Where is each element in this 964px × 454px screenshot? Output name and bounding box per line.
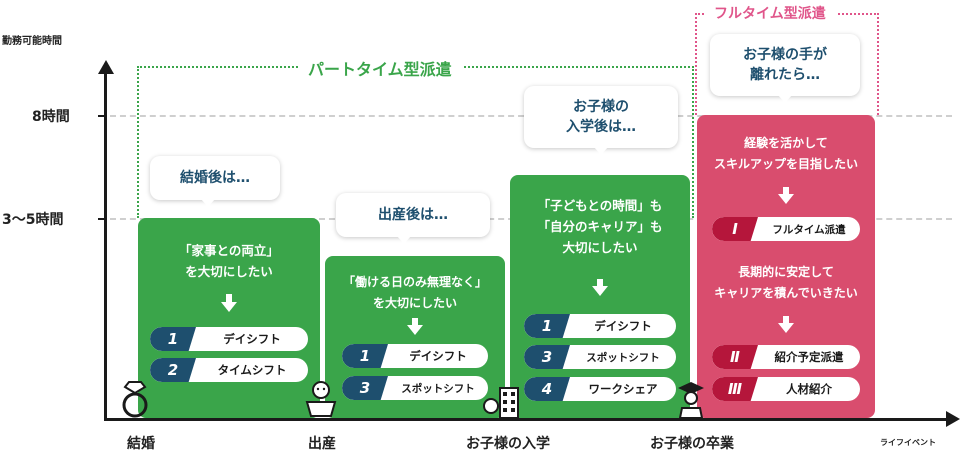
stage3-pill-3: 4 ワークシェア [524,377,676,401]
stage4-pill-1-label: フルタイム派遣 [772,223,846,236]
stage4-wish1-line1: 経験を活かして [744,136,828,150]
stage2-down-arrow [407,325,423,335]
stage3-pill-3-num: 4 [524,377,570,401]
stage3-wish-line1: 「子どもとの時間」も [537,198,663,213]
stage1-card [138,218,320,418]
stage3-wish-line2: 「自分のキャリア」も [537,219,663,234]
stage4-pill-2-num: Ⅱ [712,345,758,369]
ring-icon [122,381,148,418]
stage3-wish-line3: 大切にしたい [562,240,638,255]
stage2-arrow-stem [412,318,418,326]
stage4-wish2-line2: キャリアを積んでいきたい [714,286,858,300]
stage1-pill-2: 2 タイムシフト [150,358,308,382]
y-label-8h: 8時間 [32,109,70,125]
y-axis-arrow [98,60,114,74]
stage2-pill-2-num: 3 [342,376,388,400]
part-time-label: パートタイム型派遣 [298,56,462,80]
x-axis-title: ライフイベント [880,438,936,447]
stage3-down-arrow [592,286,608,296]
stage4-arrow2-stem [783,316,789,324]
stage1-arrow-stem [226,294,232,302]
y-axis-title: 勤務可能時間 [2,36,62,47]
stage4-pill-2-label: 紹介予定派遣 [774,350,844,364]
full-time-label: フルタイム型派遣 [704,3,836,23]
stage4-wish2: 長期的に安定して キャリアを積んでいきたい [697,262,875,304]
stage1-bubble-tail [201,199,215,207]
stage1-pill-1-num: 1 [150,327,196,351]
tick-3-5h [98,218,107,220]
stage4-down-arrow-1 [778,194,794,204]
stage4-wish1-line2: スキルアップを目指したい [713,157,858,171]
stage3-wish: 「子どもとの時間」も 「自分のキャリア」も 大切にしたい [510,195,690,258]
stage2-wish: 「働ける日のみ無理なく」 を大切にしたい [325,272,505,314]
graduate-icon [678,382,704,418]
stage2-pill-1-num: 1 [342,344,388,368]
stage4-bubble-line2: 離れたら… [750,67,820,83]
stage1-bubble: 結婚後は… [150,156,280,200]
stage4-pill-2: Ⅱ 紹介予定派遣 [712,345,860,369]
stage4-bubble: お子様の手が 離れたら… [710,34,860,96]
x-label-school-entry: お子様の入学 [466,436,550,452]
stage1-bubble-text: 結婚後は… [180,170,250,186]
x-axis-arrow [946,411,960,427]
stage4-pill-3-num: Ⅲ [712,377,758,401]
tick-8h [98,115,107,117]
stage1-wish-line2: を大切にしたい [185,264,273,279]
stage3-bubble: お子様の 入学後は… [524,86,678,148]
x-label-graduation: お子様の卒業 [650,436,734,452]
stage2-pill-1-label: デイシフト [409,349,467,363]
stage1-pill-2-label: タイムシフト [217,363,287,377]
stage3-pill-1: 1 デイシフト [524,314,676,338]
stage4-bubble-line1: お子様の手が [743,47,827,63]
stage4-pill-3-label: 人材紹介 [786,382,832,396]
stage4-pill-1: Ⅰ フルタイム派遣 [712,217,860,241]
stage3-pill-2-num: 3 [524,345,570,369]
stage2-bubble-tail [397,236,411,244]
stage1-pill-1-label: デイシフト [223,332,281,346]
y-label-3-5h: 3〜5時間 [2,212,64,228]
stage1-wish: 「家事との両立」 を大切にしたい [138,240,320,282]
stage2-pill-2-label: スポットシフト [401,382,475,395]
stage4-pill-3: Ⅲ 人材紹介 [712,377,860,401]
stage3-pill-1-num: 1 [524,314,570,338]
stage4-arrow1-stem [783,187,789,195]
baby-icon [305,381,337,417]
stage2-bubble-text: 出産後は… [378,207,448,223]
stage4-down-arrow-2 [778,323,794,333]
stage3-bubble-tail [594,147,608,155]
x-label-birth: 出産 [308,436,336,452]
stage3-pill-3-label: ワークシェア [588,382,658,396]
stage3-arrow-stem [597,279,603,287]
y-axis [104,66,107,421]
stage2-bubble: 出産後は… [336,193,490,237]
x-axis [104,418,950,421]
stage1-down-arrow [221,302,237,312]
stage2-pill-1: 1 デイシフト [342,344,488,368]
stage4-bubble-tail [778,95,792,103]
stage2-wish-line1: 「働ける日のみ無理なく」 [342,275,487,289]
stage1-pill-1: 1 デイシフト [150,327,308,351]
stage2-wish-line2: を大切にしたい [372,296,457,310]
stage1-pill-2-num: 2 [150,358,196,382]
stage3-pill-2: 3 スポットシフト [524,345,676,369]
stage1-wish-line1: 「家事との両立」 [179,243,279,258]
x-label-marriage: 結婚 [127,436,155,452]
stage2-pill-2: 3 スポットシフト [342,376,488,400]
school-icon [483,387,519,418]
stage4-wish1: 経験を活かして スキルアップを目指したい [697,133,875,175]
stage4-wish2-line1: 長期的に安定して [738,265,834,279]
stage3-bubble-line2: 入学後は… [566,119,636,135]
stage3-pill-2-label: スポットシフト [586,351,660,364]
stage4-pill-1-num: Ⅰ [712,217,758,241]
stage3-bubble-line1: お子様の [573,99,629,115]
stage3-pill-1-label: デイシフト [594,319,652,333]
